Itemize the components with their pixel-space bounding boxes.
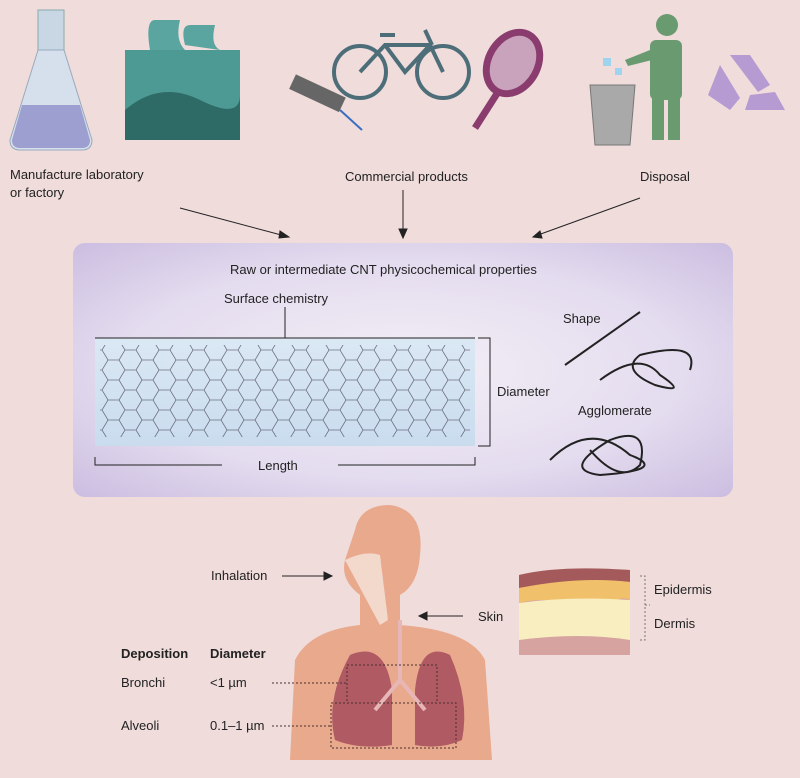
row-bronchi-site: Bronchi: [121, 675, 166, 690]
disposal-label: Disposal: [640, 169, 690, 184]
bicycle-icon: [332, 29, 471, 100]
surface-chemistry-label: Surface chemistry: [224, 291, 329, 306]
agglomerate-icon: [549, 435, 646, 477]
source-illustrations: [9, 9, 785, 240]
commercial-products-label: Commercial products: [345, 169, 468, 184]
inhalation-label: Inhalation: [211, 568, 268, 583]
manufacture-label-line2: or factory: [10, 185, 65, 200]
row-bronchi-diameter: <1 µm: [210, 675, 247, 690]
row-alveoli-diameter: 0.1–1 µm: [210, 718, 265, 733]
dermis-label: Dermis: [654, 616, 696, 631]
manufacture-label-line1: Manufacture laboratory: [10, 167, 144, 182]
shape-label: Shape: [563, 311, 601, 326]
tennis-racket-icon: [472, 28, 544, 130]
source-arrows: [179, 190, 641, 240]
epidermis-label: Epidermis: [654, 582, 712, 597]
header-deposition: Deposition: [121, 646, 189, 661]
person-icon: [625, 14, 682, 140]
agglomerate-label: Agglomerate: [578, 403, 652, 418]
skin-label: Skin: [478, 609, 504, 624]
header-diameter: Diameter: [210, 646, 266, 661]
flask-icon: [9, 9, 93, 151]
length-label: Length: [258, 458, 298, 473]
tangled-cnt-icon: [599, 349, 693, 390]
skin-layers-illustration: [519, 568, 630, 655]
trash-bin-icon: [589, 58, 636, 146]
factory-icon: [125, 20, 240, 140]
properties-title: Raw or intermediate CNT physicochemical …: [230, 262, 537, 277]
row-alveoli-site: Alveoli: [121, 718, 160, 733]
diameter-label: Diameter: [497, 384, 550, 399]
right-lung: [415, 651, 465, 747]
recycle-icon: [708, 55, 785, 110]
syringe-icon: [289, 74, 363, 131]
